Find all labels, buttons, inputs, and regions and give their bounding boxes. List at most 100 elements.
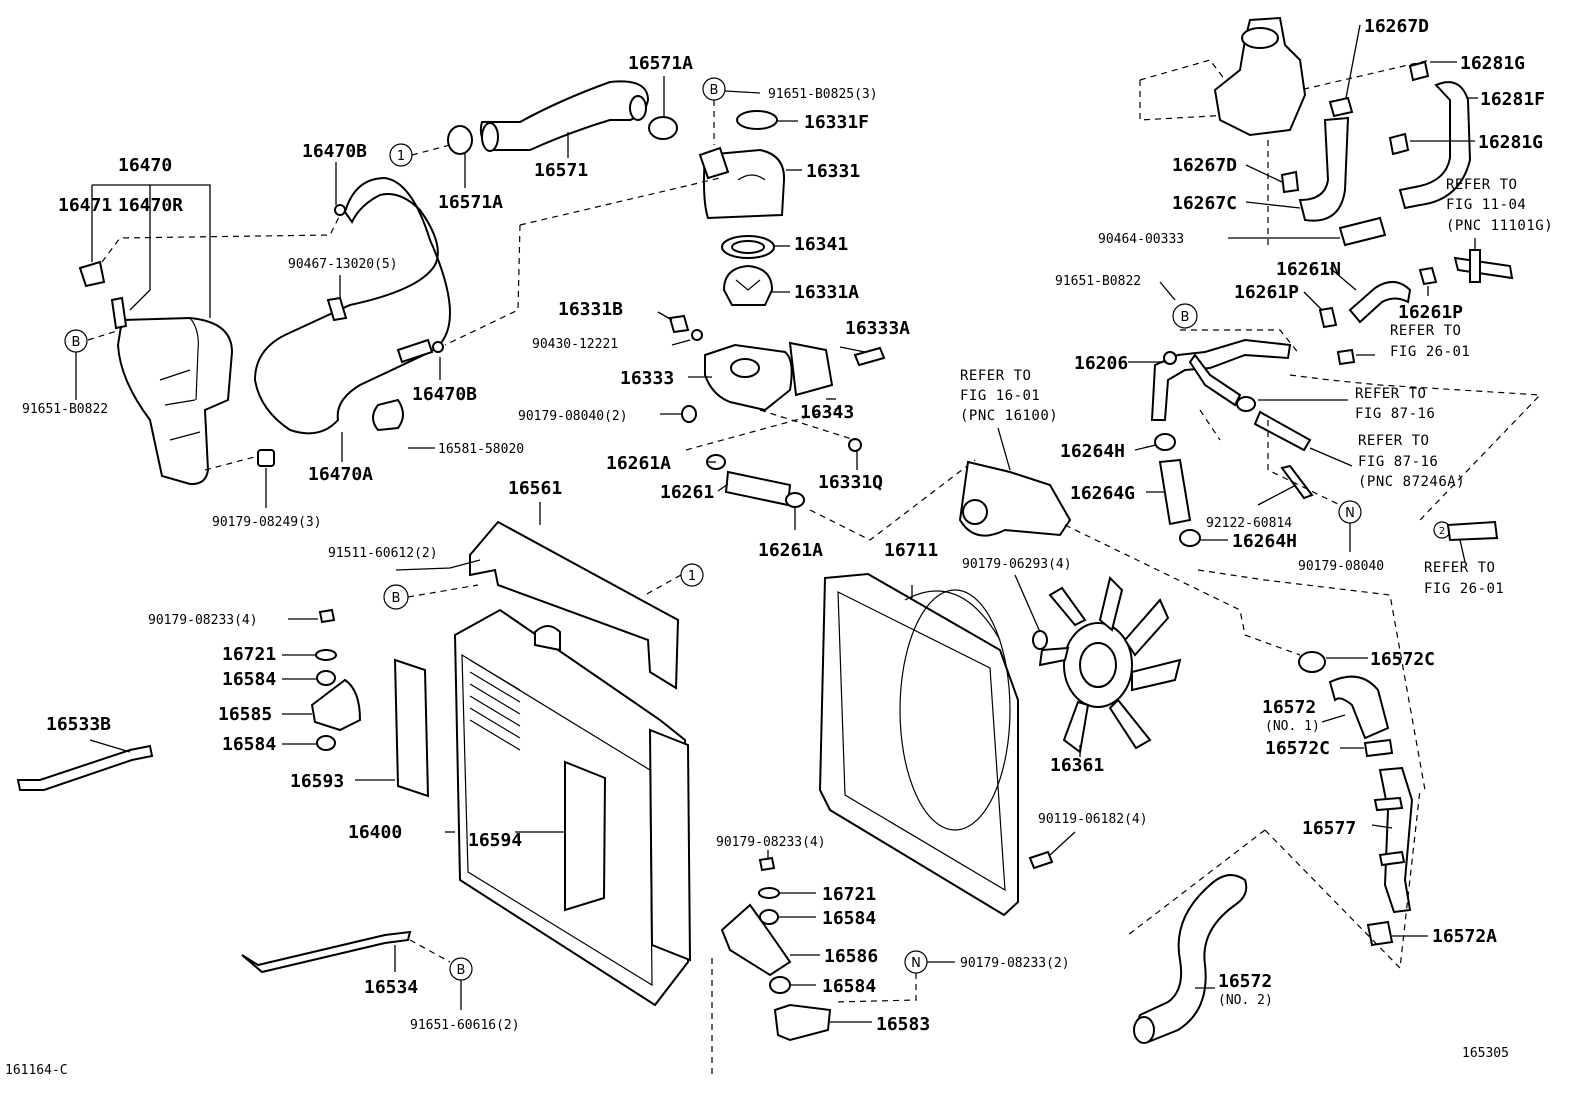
label-16331F: 16331F (804, 112, 869, 133)
fan-icon (1038, 576, 1182, 754)
callout-circle (1172, 303, 1198, 329)
callout-B: B (392, 591, 401, 606)
water-pump (958, 460, 1072, 537)
ref-fig26a-line2: FIG 26-01 (1390, 344, 1470, 360)
callout-2: 2 (1439, 526, 1445, 537)
callout-1: 1 (397, 149, 405, 164)
label-16331Q: 16331Q (818, 472, 883, 493)
footer-left-code: 161164-C (5, 1063, 68, 1078)
side-seal (393, 658, 430, 798)
label-16584-c: 16584 (822, 908, 876, 929)
ref-fig87b-line1: REFER TO (1358, 433, 1429, 449)
label-16261P-right: 16261P (1398, 302, 1463, 323)
label-16281G-top: 16281G (1460, 53, 1525, 74)
label-16470: 16470 (118, 155, 172, 176)
hose-16261N (1348, 281, 1412, 324)
label-16572C-a: 16572C (1370, 649, 1435, 670)
label-91511-60612: 91511-60612(2) (328, 546, 438, 561)
callout-1: 1 (688, 569, 696, 584)
pipe-16577 (1378, 766, 1414, 914)
label-90179-08040-2: 90179-08040(2) (518, 409, 628, 424)
bracket-icon (720, 903, 792, 977)
label-91651-B0822-right: 91651-B0822 (1055, 274, 1141, 289)
ref-fig26b-line2: FIG 26-01 (1424, 581, 1504, 597)
label-16331B: 16331B (558, 299, 623, 320)
upper-shroud (469, 520, 680, 690)
label-90179-08040: 90179-08040 (1298, 559, 1384, 574)
bolt-icon (257, 449, 275, 467)
label-16264H-b: 16264H (1232, 531, 1297, 552)
ref-fig26b-line1: REFER TO (1424, 560, 1495, 576)
label-16341: 16341 (794, 234, 848, 255)
label-90119-06182: 90119-06182(4) (1038, 812, 1148, 827)
mount-bolt (773, 1003, 832, 1042)
label-16261A-left: 16261A (606, 453, 671, 474)
label-16721-a: 16721 (222, 644, 276, 665)
label-16533B: 16533B (46, 714, 111, 735)
label-16577: 16577 (1302, 818, 1356, 839)
bracket-icon (310, 678, 362, 732)
label-90179-08233-4a: 90179-08233(4) (148, 613, 258, 628)
label-16571A-top: 16571A (628, 53, 693, 74)
hose-16281F (1398, 81, 1472, 210)
label-16571A-bottom: 16571A (438, 192, 503, 213)
label-91651-B0825: 91651-B0825(3) (768, 87, 878, 102)
label-16267C: 16267C (1172, 193, 1237, 214)
label-16470B-top: 16470B (302, 141, 367, 162)
label-92122-60814: 92122-60814 (1206, 516, 1292, 531)
label-16470A: 16470A (308, 464, 373, 485)
label-16261P-left: 16261P (1234, 282, 1299, 303)
radiator-fins-icon (469, 659, 521, 751)
label-90430-12221: 90430-12221 (532, 337, 618, 352)
hose-16264G (1158, 458, 1192, 526)
label-90179-08233-4b: 90179-08233(4) (716, 835, 826, 850)
label-90179-08233-2: 90179-08233(2) (960, 956, 1070, 971)
label-16281G-bottom: 16281G (1478, 132, 1543, 153)
hose-16572-no2 (1136, 874, 1248, 1044)
hose-16572-no1 (1328, 675, 1390, 740)
leader-dashed (87, 329, 121, 341)
stay-16533B (16, 744, 154, 791)
label-16572-no1: 16572 (1262, 697, 1316, 718)
leader-dashed (101, 214, 341, 263)
label-16261A-right: 16261A (758, 540, 823, 561)
ref-fig87b-line2: FIG 87-16 (1358, 454, 1438, 470)
callout-B: B (710, 83, 719, 98)
label-90179-08249: 90179-08249(3) (212, 515, 322, 530)
label-16333A: 16333A (845, 318, 910, 339)
callout-B: B (72, 335, 81, 350)
water-outlet-assy (1213, 16, 1307, 137)
ref-fig26a-line1: REFER TO (1390, 323, 1461, 339)
ref-fig87a-line2: FIG 87-16 (1355, 406, 1435, 422)
label-16572A: 16572A (1432, 926, 1497, 947)
label-91651-B0822-left: 91651-B0822 (22, 402, 108, 417)
pipe-87-16 (1253, 410, 1312, 452)
label-90179-06293: 90179-06293(4) (962, 557, 1072, 572)
label-16470B-bottom: 16470B (412, 384, 477, 405)
label-16267D-top: 16267D (1364, 16, 1429, 37)
label-16593: 16593 (290, 771, 344, 792)
label-16333: 16333 (620, 368, 674, 389)
ref-fig87a-line1: REFER TO (1355, 386, 1426, 402)
reservoir-tank (78, 184, 234, 486)
footer-right-code: 165305 (1462, 1046, 1509, 1061)
label-16206: 16206 (1074, 353, 1128, 374)
label-16721-b: 16721 (822, 884, 876, 905)
ref-fig11-line3: (PNC 11101G) (1446, 218, 1553, 234)
callout-B: B (457, 963, 466, 978)
label-16572C-b: 16572C (1265, 738, 1330, 759)
upper-hose (479, 80, 650, 151)
callout-B: B (1181, 310, 1190, 325)
hose-16267C (1298, 116, 1350, 222)
label-16400: 16400 (348, 822, 402, 843)
stay-16534 (241, 930, 412, 974)
pipe-11101G (1453, 256, 1514, 280)
label-16470R: 16470R (118, 195, 183, 216)
label-16571: 16571 (534, 160, 588, 181)
label-16267D-mid: 16267D (1172, 155, 1237, 176)
label-16585: 16585 (218, 704, 272, 725)
label-16572-no1-sub: (NO. 1) (1265, 719, 1320, 734)
label-90464-00333: 90464-00333 (1098, 232, 1184, 247)
bypass-pipe (1150, 338, 1292, 421)
label-16561: 16561 (508, 478, 562, 499)
